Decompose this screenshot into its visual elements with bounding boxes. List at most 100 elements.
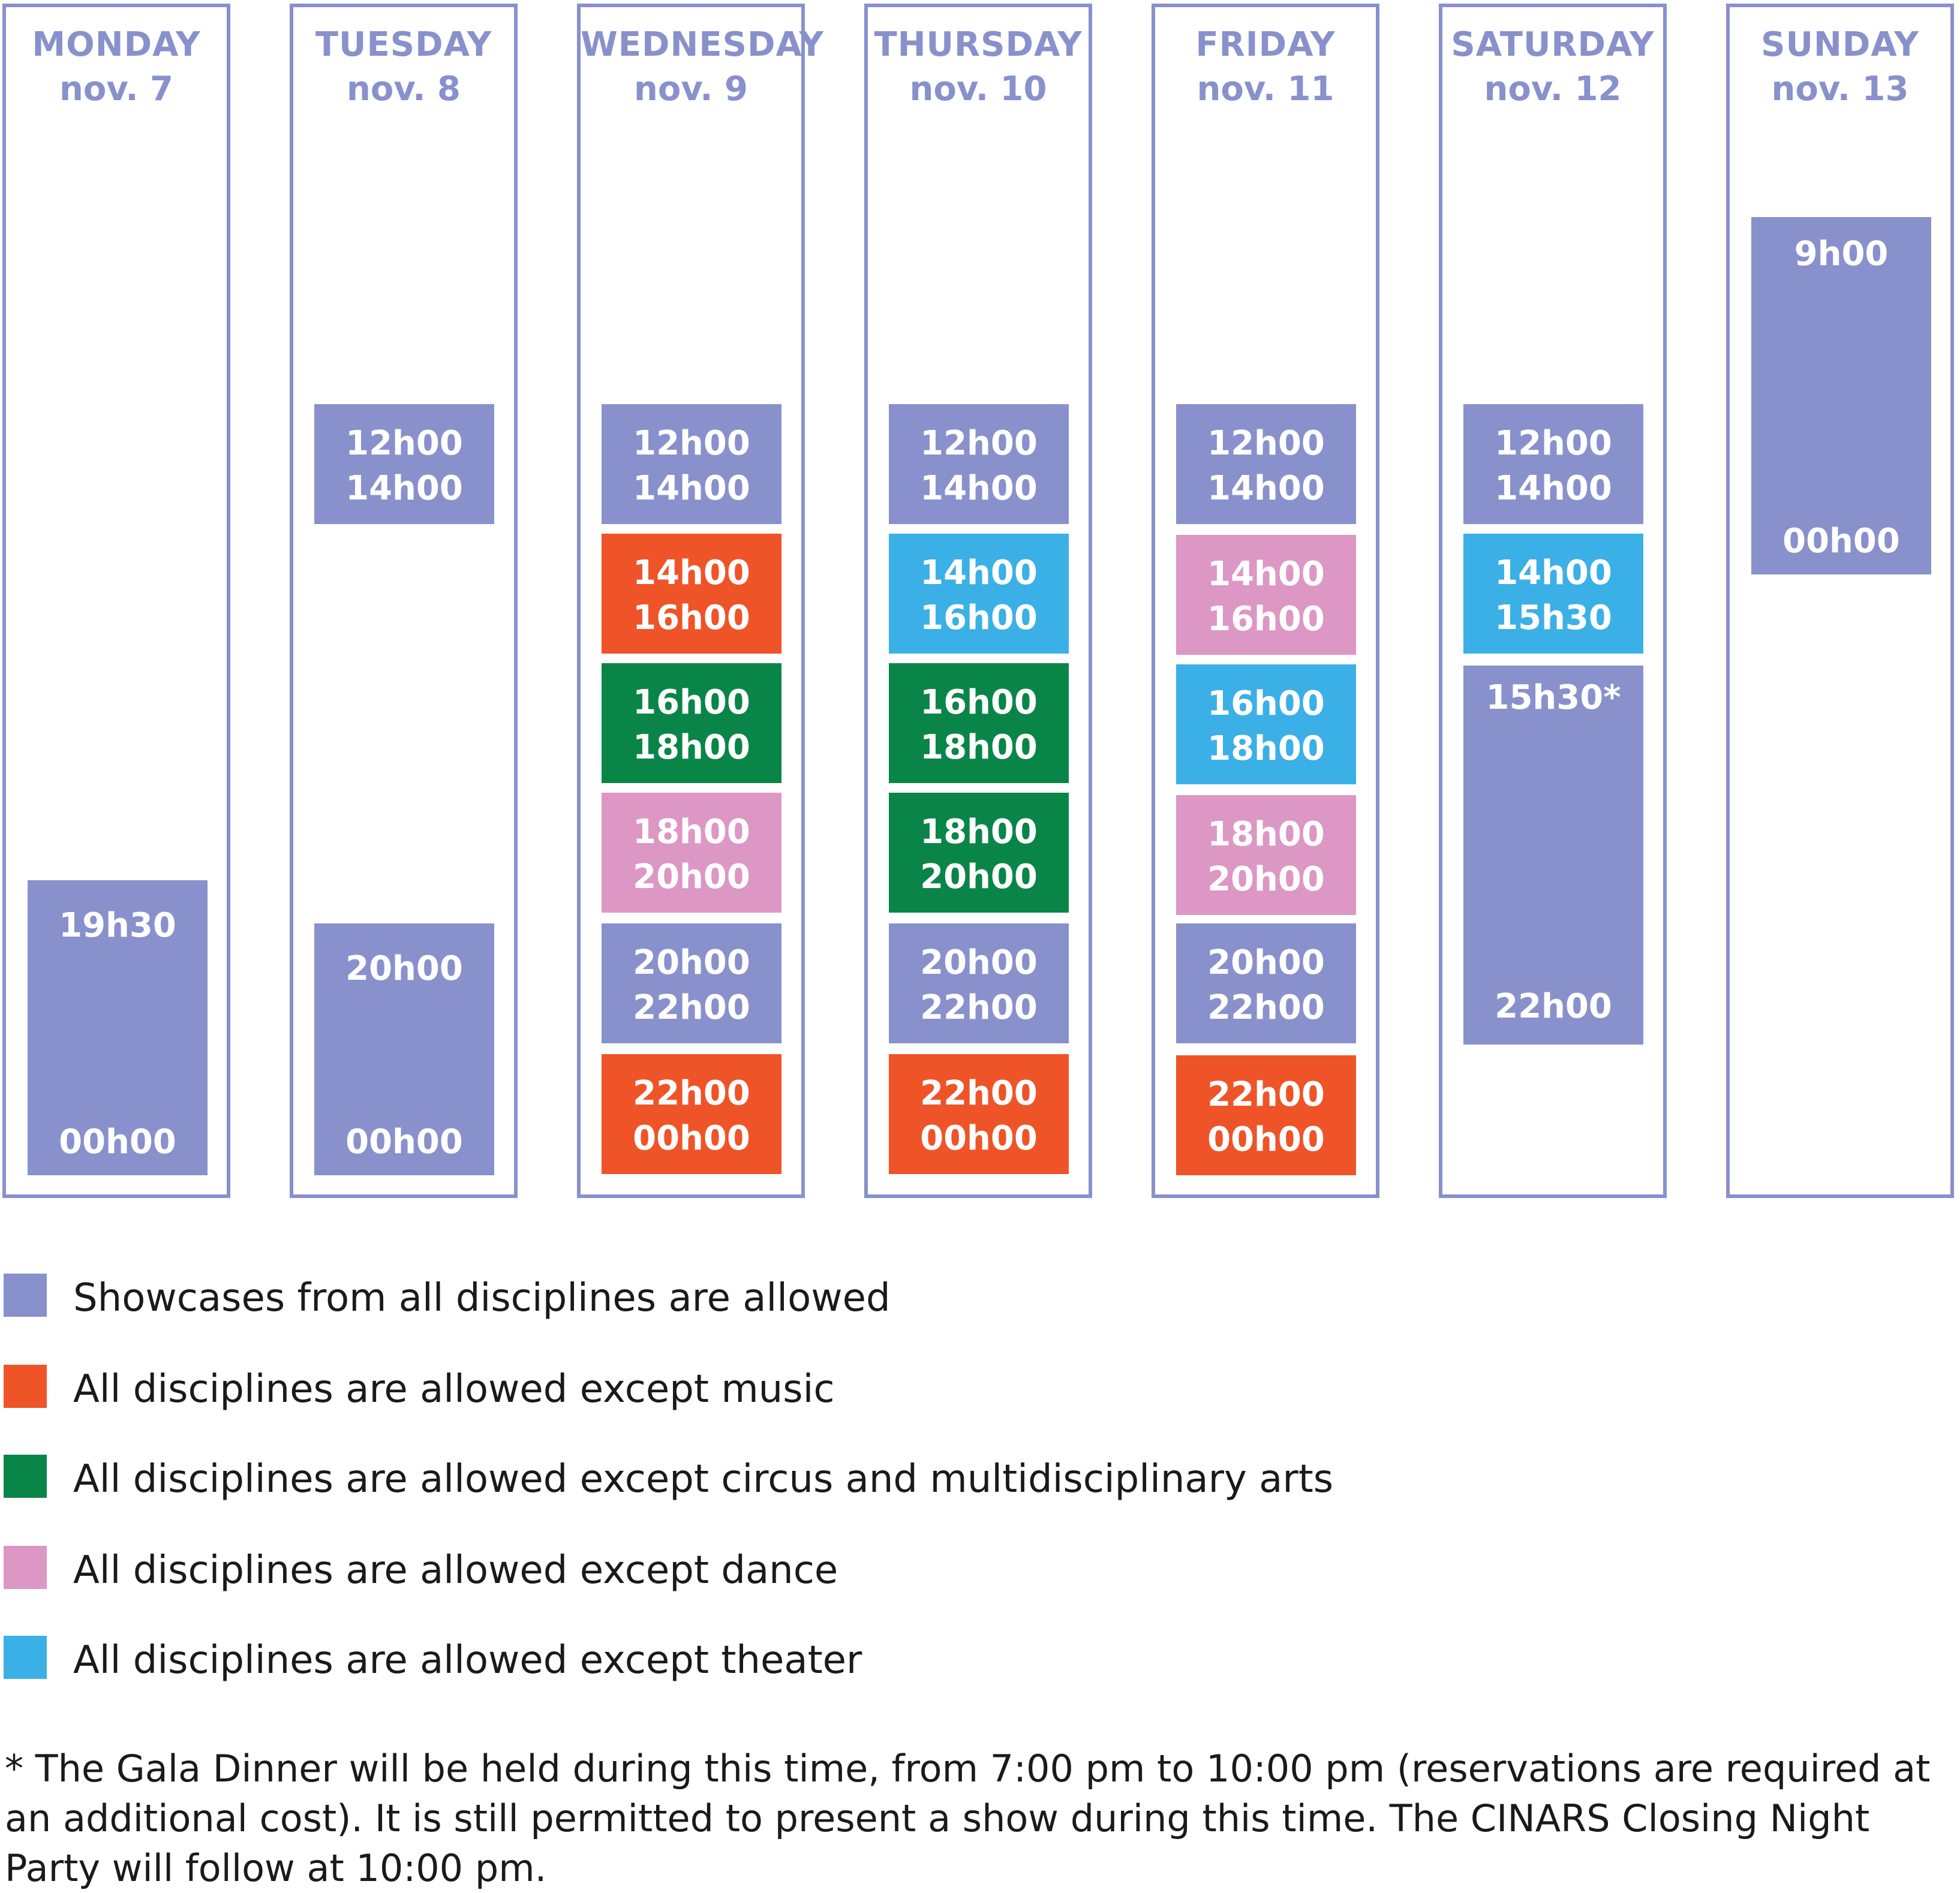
slot-start: 22h00 <box>1207 1075 1325 1114</box>
time-slot: 16h00 18h00 <box>602 663 781 783</box>
day-date: nov. 12 <box>1484 70 1622 109</box>
day-date: nov. 13 <box>1771 70 1909 109</box>
slot-start: 18h00 <box>920 812 1038 851</box>
slot-end: 00h00 <box>1782 522 1900 561</box>
slot-end: 18h00 <box>633 728 750 767</box>
slot-start: 20h00 <box>633 943 750 982</box>
day-date: nov. 7 <box>59 70 173 109</box>
day-column-sunday: SUNDAY nov. 13 <box>1726 4 1954 1198</box>
day-date: nov. 9 <box>633 70 748 109</box>
slot-end: 00h00 <box>633 1119 750 1158</box>
slot-end: 16h00 <box>1207 600 1325 639</box>
legend-label: All disciplines are allowed except circu… <box>73 1457 1334 1501</box>
time-slot: 16h00 18h00 <box>889 663 1069 783</box>
slot-start: 14h00 <box>920 553 1038 592</box>
time-slot: 12h00 14h00 <box>602 404 781 524</box>
legend-label: All disciplines are allowed except theat… <box>73 1638 862 1683</box>
time-slot: 22h00 00h00 <box>602 1054 781 1174</box>
time-slot: 14h00 16h00 <box>1176 535 1356 655</box>
slot-start: 14h00 <box>633 553 750 592</box>
time-slot: 9h00 00h00 <box>1751 217 1931 574</box>
slot-start: 12h00 <box>345 424 463 463</box>
legend-swatch <box>4 1365 47 1408</box>
slot-start: 12h00 <box>920 424 1038 463</box>
footnote: * The Gala Dinner will be held during th… <box>5 1747 1931 1890</box>
slot-end: 00h00 <box>59 1122 176 1161</box>
time-slot: 15h30* 22h00 <box>1463 666 1643 1045</box>
day-date: nov. 8 <box>346 70 461 109</box>
slot-end: 15h30 <box>1495 598 1612 637</box>
slot-end: 14h00 <box>1207 469 1325 508</box>
slot-end: 14h00 <box>1495 469 1612 508</box>
legend-swatch <box>4 1274 47 1317</box>
day-name: SATURDAY <box>1451 25 1655 64</box>
slot-end: 22h00 <box>1495 987 1612 1026</box>
time-slot: 20h00 00h00 <box>314 923 494 1175</box>
slot-end: 20h00 <box>633 857 750 896</box>
time-slot: 18h00 20h00 <box>602 793 781 913</box>
slot-start: 22h00 <box>633 1074 750 1113</box>
day-name: TUESDAY <box>315 25 492 64</box>
slot-end: 14h00 <box>633 469 750 508</box>
slot-end: 14h00 <box>920 469 1038 508</box>
legend-swatch <box>4 1636 47 1679</box>
time-slot: 12h00 14h00 <box>889 404 1069 524</box>
slot-end: 00h00 <box>345 1122 463 1161</box>
time-slot: 12h00 14h00 <box>1463 404 1643 524</box>
slot-end: 22h00 <box>633 988 750 1027</box>
slot-start: 14h00 <box>1495 553 1612 592</box>
slot-end: 00h00 <box>920 1119 1038 1158</box>
time-slot: 16h00 18h00 <box>1176 664 1356 784</box>
slot-start: 20h00 <box>345 949 463 988</box>
time-slot: 12h00 14h00 <box>1176 404 1356 524</box>
slot-start: 18h00 <box>1207 815 1325 854</box>
slot-end: 22h00 <box>920 988 1038 1027</box>
time-slot: 14h00 16h00 <box>889 534 1069 654</box>
slot-start: 12h00 <box>633 424 750 463</box>
time-slot: 12h00 14h00 <box>314 404 494 524</box>
day-date: nov. 10 <box>909 70 1047 109</box>
day-name: FRIDAY <box>1195 25 1336 64</box>
slot-end: 18h00 <box>1207 729 1325 768</box>
time-slot: 14h00 16h00 <box>602 534 781 654</box>
time-slot: 22h00 00h00 <box>889 1054 1069 1174</box>
legend-swatch <box>4 1455 47 1498</box>
time-slot: 20h00 22h00 <box>889 923 1069 1043</box>
slot-start: 16h00 <box>920 683 1038 722</box>
slot-start: 9h00 <box>1794 234 1889 273</box>
time-slot: 19h30 00h00 <box>28 880 208 1175</box>
slot-start: 14h00 <box>1207 555 1325 594</box>
slot-start: 16h00 <box>633 683 750 722</box>
slot-start: 12h00 <box>1207 424 1325 463</box>
day-name: THURSDAY <box>874 25 1083 64</box>
slot-end: 18h00 <box>920 728 1038 767</box>
day-name: WEDNESDAY <box>581 25 824 64</box>
slot-start: 20h00 <box>1207 943 1325 982</box>
slot-end: 16h00 <box>920 598 1038 637</box>
time-slot: 14h00 15h30 <box>1463 534 1643 654</box>
time-slot: 20h00 22h00 <box>602 923 781 1043</box>
slot-end: 20h00 <box>920 857 1038 896</box>
slot-end: 00h00 <box>1207 1120 1325 1159</box>
slot-start: 15h30* <box>1486 678 1621 717</box>
day-date: nov. 11 <box>1197 70 1334 109</box>
slot-start: 12h00 <box>1495 424 1612 463</box>
slot-start: 20h00 <box>920 943 1038 982</box>
legend-label: All disciplines are allowed except music <box>73 1367 835 1412</box>
slot-end: 22h00 <box>1207 988 1325 1027</box>
slot-start: 22h00 <box>920 1074 1038 1113</box>
legend-swatch <box>4 1546 47 1589</box>
time-slot: 18h00 20h00 <box>889 793 1069 913</box>
slot-start: 19h30 <box>59 906 176 945</box>
time-slot: 20h00 22h00 <box>1176 923 1356 1043</box>
slot-end: 16h00 <box>633 598 750 637</box>
day-name: SUNDAY <box>1761 25 1919 64</box>
slot-end: 20h00 <box>1207 860 1325 899</box>
time-slot: 18h00 20h00 <box>1176 795 1356 915</box>
slot-end: 14h00 <box>345 469 463 508</box>
legend-label: All disciplines are allowed except dance <box>73 1548 838 1593</box>
slot-start: 16h00 <box>1207 684 1325 723</box>
day-name: MONDAY <box>32 25 201 64</box>
time-slot: 22h00 00h00 <box>1176 1055 1356 1175</box>
legend-label: Showcases from all disciplines are allow… <box>73 1276 891 1320</box>
